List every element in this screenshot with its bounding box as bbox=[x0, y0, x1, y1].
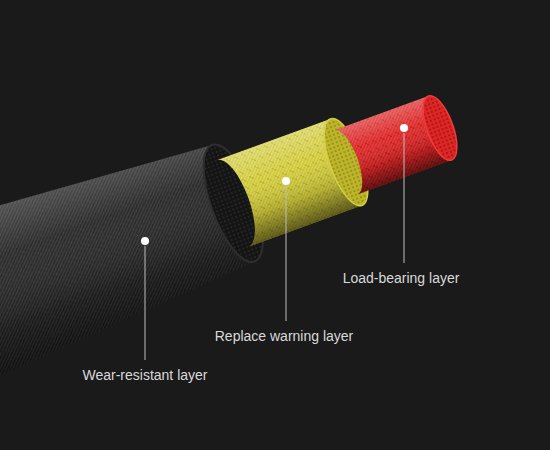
leader-line bbox=[286, 186, 287, 321]
cut-face bbox=[416, 92, 464, 165]
part-label: Load-bearing layer bbox=[343, 269, 460, 287]
layer-shading bbox=[334, 92, 463, 195]
leader-line bbox=[145, 246, 146, 360]
callout-dot bbox=[282, 177, 290, 185]
callout-dot bbox=[400, 124, 408, 132]
callout-dot bbox=[141, 237, 149, 245]
part-label: Wear-resistant layer bbox=[82, 366, 207, 384]
load-bearing-layer bbox=[334, 92, 463, 195]
leader-line bbox=[404, 133, 405, 263]
part-label: Replace warning layer bbox=[215, 327, 354, 345]
